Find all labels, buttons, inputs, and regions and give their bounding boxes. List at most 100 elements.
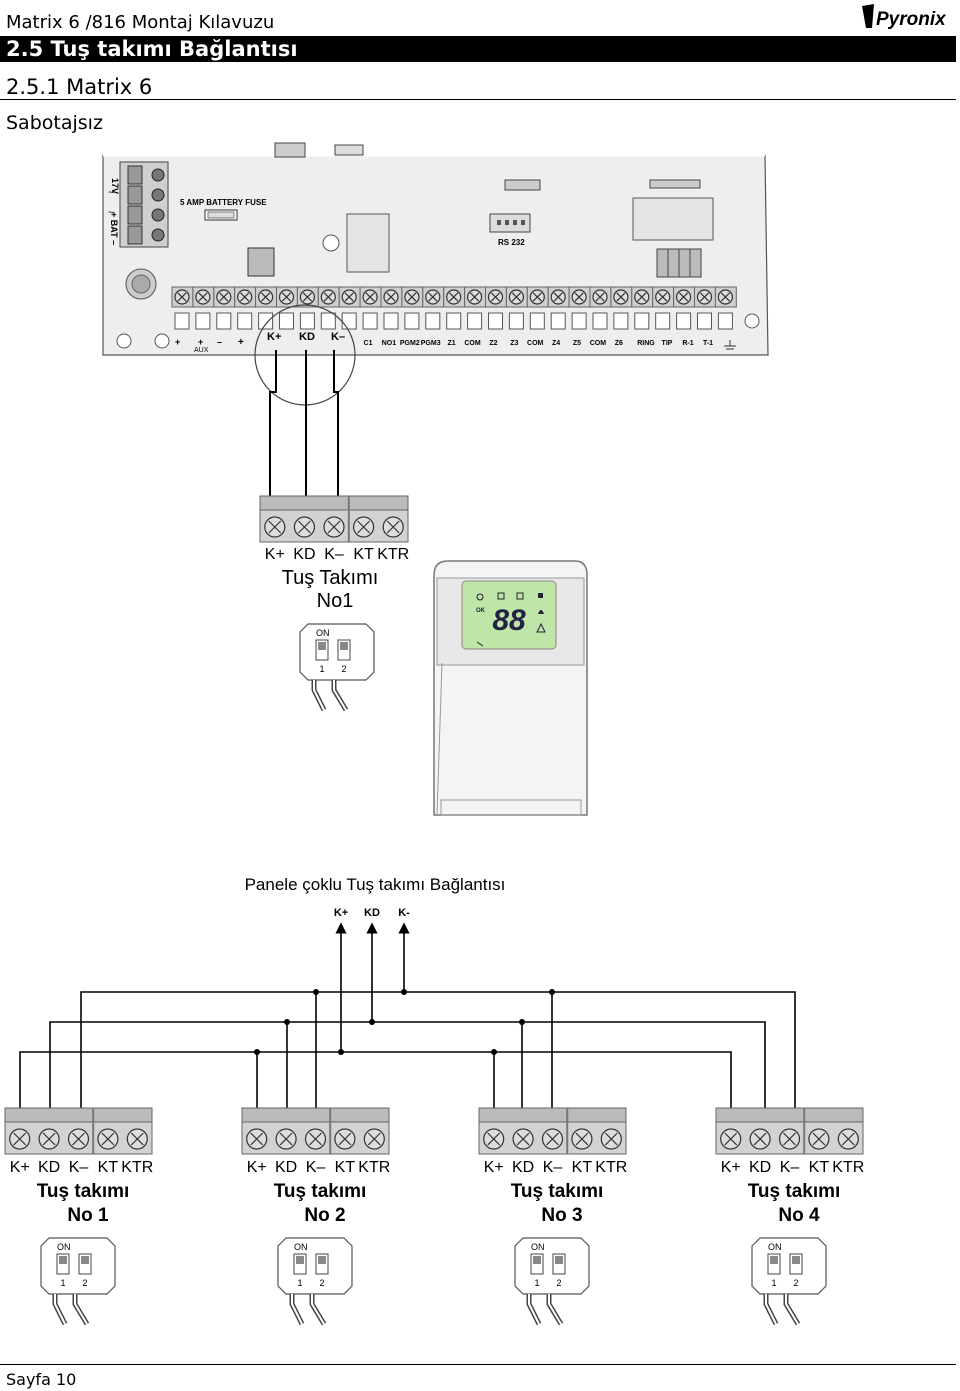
warning-icon bbox=[536, 622, 546, 633]
footer-divider bbox=[0, 1364, 956, 1365]
power-icon bbox=[476, 593, 484, 601]
terminal-block-top bbox=[715, 1107, 864, 1123]
terminal-label: KD bbox=[512, 1159, 534, 1176]
dip-num-1: 1 bbox=[60, 1278, 65, 1288]
keypad1-number: No1 bbox=[317, 590, 354, 612]
dip-on-label: ON bbox=[768, 1242, 782, 1252]
fuse-label: 5 AMP BATTERY FUSE bbox=[180, 198, 267, 207]
terminal-slot bbox=[320, 312, 336, 330]
terminal-label: KTR bbox=[377, 546, 409, 563]
terminal-label: KT bbox=[98, 1159, 119, 1176]
terminal-label: KTR bbox=[595, 1159, 627, 1176]
dip-switch-body bbox=[40, 1237, 116, 1295]
dip-num-2: 2 bbox=[341, 664, 346, 674]
control-panel-board: 17V ~ ~ + BAT – 5 AMP BATTERY FUSE RS 23… bbox=[102, 142, 769, 406]
terminal-slot bbox=[488, 312, 503, 330]
terminal-slot bbox=[717, 312, 733, 330]
terminal-block-top bbox=[4, 1107, 153, 1123]
terminal-slot bbox=[237, 312, 253, 330]
terminal-slot bbox=[258, 312, 274, 330]
panel-kp-plus-label: K+ bbox=[267, 331, 281, 343]
terminal-slot bbox=[174, 312, 190, 330]
terminal-label: KD bbox=[749, 1159, 771, 1176]
power-terminals bbox=[127, 165, 165, 245]
terminal-slot bbox=[592, 312, 608, 330]
panel-terminal-label: Z1 bbox=[448, 340, 456, 347]
panel-terminal-label: NO1 bbox=[382, 340, 397, 347]
dip-switch-body bbox=[277, 1237, 353, 1295]
divider bbox=[0, 99, 956, 100]
svg-text:+: + bbox=[238, 337, 244, 348]
panel-terminal-label: COM bbox=[464, 340, 481, 347]
bus-label-kd: KD bbox=[364, 907, 380, 919]
section-title: 2.5 Tuş takımı Bağlantısı bbox=[6, 37, 298, 61]
panel-terminal-label: Z3 bbox=[510, 340, 518, 347]
terminal-label: KD bbox=[38, 1159, 60, 1176]
dip-on-label: ON bbox=[294, 1242, 308, 1252]
svg-text:–: – bbox=[217, 337, 222, 347]
terminal-slot bbox=[425, 312, 441, 330]
power-label-17v: 17V bbox=[110, 178, 120, 194]
svg-text:+: + bbox=[175, 337, 180, 347]
dip-num-2: 2 bbox=[793, 1278, 798, 1288]
terminal-slot bbox=[279, 312, 294, 330]
logo-text: Pyronix bbox=[876, 9, 947, 30]
keypad-number: No 3 bbox=[541, 1205, 582, 1226]
terminal-label: K– bbox=[543, 1159, 563, 1176]
panel-terminal-label: COM bbox=[590, 340, 607, 347]
terminal-label: KD bbox=[275, 1159, 297, 1176]
panel-terminal-label: C1 bbox=[364, 340, 373, 347]
dip-switch-body bbox=[514, 1237, 590, 1295]
power-label-bat: + BAT – bbox=[109, 212, 119, 245]
subsection-title: 2.5.1 Matrix 6 bbox=[6, 75, 153, 99]
terminal-label: KT bbox=[809, 1159, 830, 1176]
terminal-label: K+ bbox=[721, 1159, 741, 1176]
lock-icon bbox=[516, 592, 524, 600]
dip-num-1: 1 bbox=[771, 1278, 776, 1288]
terminal-slot bbox=[571, 312, 587, 330]
dip-num-1: 1 bbox=[534, 1278, 539, 1288]
panel-terminal-label: PGM3 bbox=[421, 340, 441, 347]
terminal-label: K+ bbox=[265, 546, 285, 563]
terminal-label: KT bbox=[353, 546, 374, 563]
keypad-number: No 2 bbox=[304, 1205, 345, 1226]
keypad1-terminal-block bbox=[259, 495, 409, 543]
terminal-label: KTR bbox=[121, 1159, 153, 1176]
keypad1-wires bbox=[269, 350, 339, 520]
dip-num-1: 1 bbox=[297, 1278, 302, 1288]
tamper-label: Sabotajsız bbox=[6, 112, 103, 134]
lcd-ok: OK bbox=[476, 608, 486, 614]
terminal-slot bbox=[676, 312, 692, 330]
terminal-slot bbox=[508, 312, 524, 330]
ground-icon bbox=[724, 340, 736, 350]
dip-num-2: 2 bbox=[82, 1278, 87, 1288]
terminal-slot bbox=[195, 312, 211, 330]
terminal-slot bbox=[362, 312, 378, 330]
dip-num-2: 2 bbox=[319, 1278, 324, 1288]
tool-icon bbox=[476, 641, 484, 647]
keypad-device: 88 OK bbox=[433, 560, 588, 816]
terminal-slot bbox=[299, 312, 315, 330]
panel-terminal-label: COM bbox=[527, 340, 544, 347]
bus-label-kplus: K+ bbox=[334, 907, 348, 919]
tamper-icon bbox=[538, 593, 543, 598]
terminal-block-top bbox=[259, 495, 409, 511]
keypad-number: No 4 bbox=[778, 1205, 820, 1226]
dip-num-1: 1 bbox=[319, 664, 324, 674]
bus-junctions bbox=[254, 989, 555, 1055]
terminal-slot bbox=[697, 312, 712, 330]
dip-num-2: 2 bbox=[556, 1278, 561, 1288]
phone-terminal-label: RING bbox=[637, 340, 655, 347]
terminal-label: KT bbox=[335, 1159, 356, 1176]
terminal-label: K– bbox=[780, 1159, 800, 1176]
terminal-slot bbox=[613, 312, 629, 330]
dip-switch-body bbox=[751, 1237, 827, 1295]
terminal-label: K+ bbox=[247, 1159, 267, 1176]
panel-terminal-label: Z2 bbox=[489, 340, 497, 347]
dip-on-label: ON bbox=[57, 1242, 71, 1252]
